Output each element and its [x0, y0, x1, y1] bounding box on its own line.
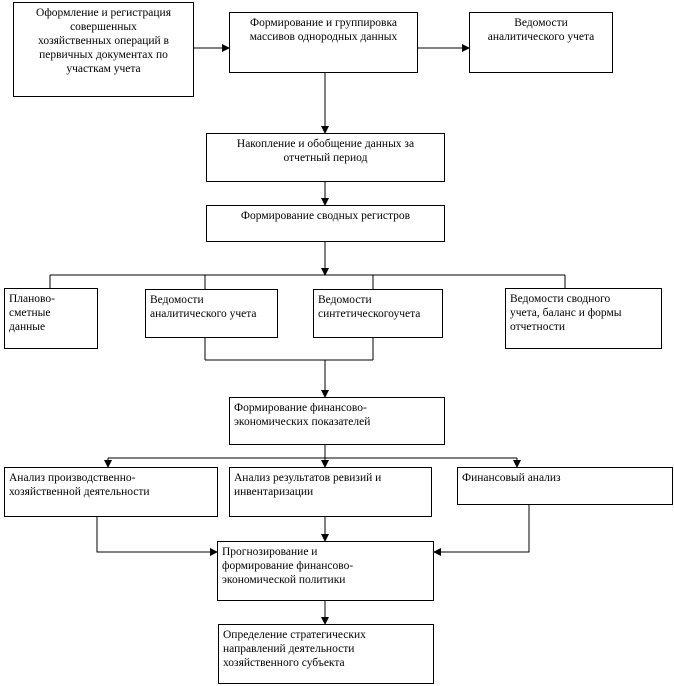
box-accumulation: Накопление и обобщение данных за отчетны… [206, 133, 445, 182]
box-analytical-ledgers-2: Ведомости аналитического учета [145, 289, 278, 338]
box-analytical-ledgers: Ведомости аналитического учета [469, 12, 613, 73]
box-registration: Оформление и регистрация совершенных хоз… [13, 2, 194, 97]
box-summary-reports: Ведомости сводного учета, баланс и формы… [505, 288, 662, 349]
arrow-production-analysis-to-forecasting [96, 517, 218, 556]
box-summary-registers: Формирование сводных регистров [206, 205, 445, 242]
box-grouping: Формирование и группировка массивов одно… [229, 12, 418, 73]
box-indicators: Формирование финансово- экономических по… [229, 397, 445, 445]
box-forecasting: Прогнозирование и формирование финансово… [217, 541, 434, 601]
box-financial-analysis: Финансовый анализ [457, 467, 673, 505]
box-plan-estimates: Планово- сметные данные [4, 288, 98, 349]
box-strategy: Определение стратегических направлений д… [218, 624, 434, 684]
box-synthetic-ledgers: Ведомости синтетическогоучета [313, 289, 443, 338]
arrow-financial-analysis-to-forecasting [433, 505, 530, 556]
box-audit-results: Анализ результатов ревизий и инвентариза… [229, 467, 432, 517]
box-production-analysis: Анализ производственно- хозяйственной де… [4, 467, 218, 517]
